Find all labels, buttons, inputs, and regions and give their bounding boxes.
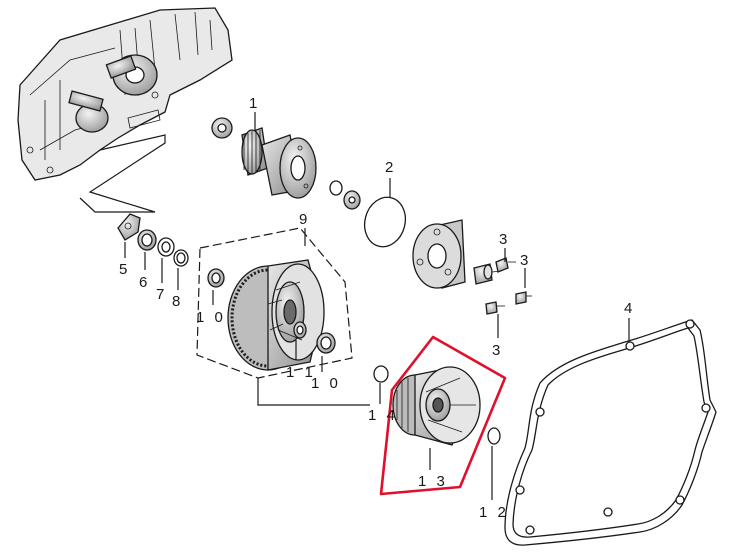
callout-3b: 3 (520, 252, 531, 269)
part-7-washer (157, 237, 175, 257)
callout-3a: 3 (499, 231, 510, 248)
part-5-plate (117, 213, 141, 241)
part-10-needle-bearing-b (316, 332, 336, 354)
callout-10b: 1 0 (311, 375, 341, 392)
callout-12: 1 2 (479, 504, 509, 521)
callout-14: 1 4 (368, 407, 398, 424)
part-9-group-outline (196, 227, 353, 379)
callout-5: 5 (119, 261, 130, 278)
callout-1: 1 (249, 95, 260, 112)
callout-8: 8 (172, 293, 183, 310)
callout-13: 1 3 (418, 473, 448, 490)
part-8-washer (173, 249, 189, 267)
callout-4: 4 (624, 300, 635, 317)
part-2-o-ring (363, 196, 407, 248)
part-6-bearing (137, 229, 157, 251)
part-4-gasket (504, 319, 717, 546)
callout-9: 9 (299, 211, 310, 228)
clutch-outer-housing (227, 259, 325, 371)
engine-crankcase (17, 7, 233, 181)
group-bracket (257, 378, 370, 406)
shaft-washers (329, 180, 361, 210)
leader-bracket (79, 134, 166, 213)
part-11-bushing (293, 321, 307, 339)
part-1-drive-shaft (211, 117, 317, 199)
callout-2: 2 (385, 159, 396, 176)
highlight-frame (379, 335, 507, 496)
callout-7: 7 (156, 286, 167, 303)
callout-3c: 3 (492, 342, 503, 359)
part-12-circlip (487, 427, 501, 445)
part-14-circlip (373, 365, 389, 383)
callout-6: 6 (139, 274, 150, 291)
part-13-clutch-hub (392, 366, 481, 446)
part-10-needle-bearing-a (207, 268, 225, 288)
callout-10a: 1 0 (196, 309, 226, 326)
callout-11: 1 1 (286, 364, 316, 381)
clutch-drum (412, 219, 466, 289)
